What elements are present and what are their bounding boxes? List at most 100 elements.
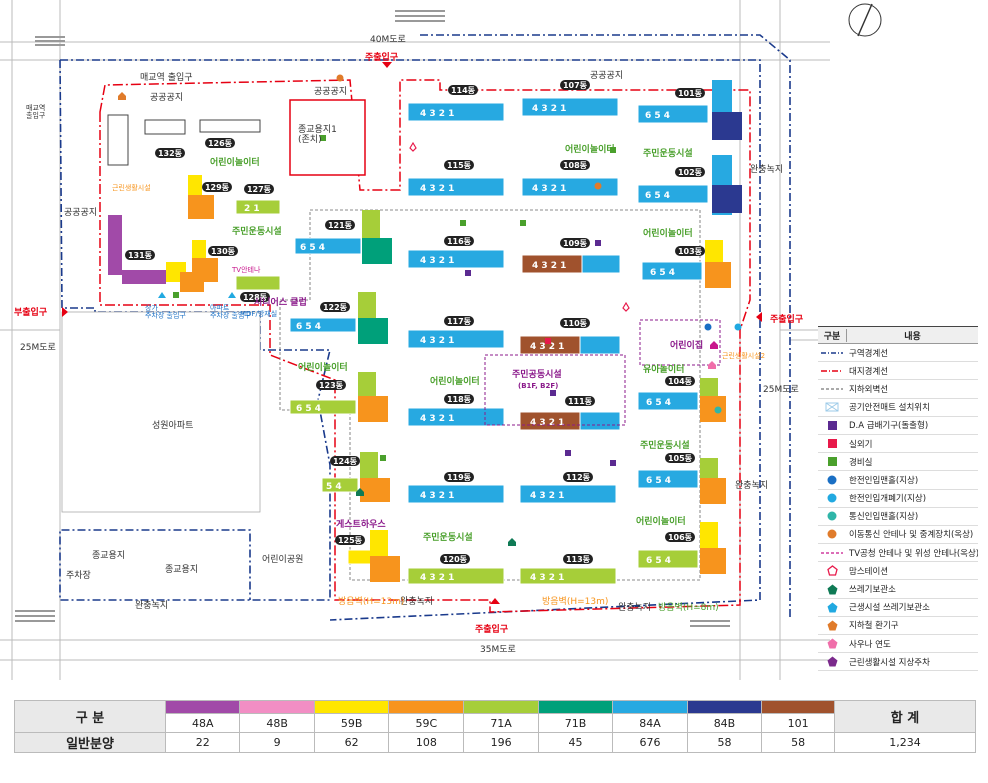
unit-count-cell: 22 — [164, 732, 241, 753]
unit-count-cell: 58 — [686, 732, 763, 753]
legend-symbol-icon — [818, 511, 846, 521]
legend-item-label: 근생시설 쓰레기보관소 — [849, 603, 930, 614]
legend-item-label: 사우나 연도 — [849, 639, 891, 650]
building-116[interactable]: 4 3 2 1 116동 — [407, 236, 505, 269]
svg-text:6 5 4: 6 5 4 — [296, 404, 321, 414]
legend-item: 지하철 환기구 — [818, 617, 978, 635]
svg-text:124동: 124동 — [333, 457, 358, 466]
legend-item: 한전인입개폐기(지상) — [818, 490, 978, 508]
legend-item-label: 대지경계선 — [849, 366, 889, 377]
building-123[interactable]: 6 5 4 123동 — [289, 372, 388, 422]
building-106[interactable]: 6 5 4 106동 — [637, 522, 726, 574]
building-110[interactable]: 4 3 2 1 110동 — [519, 318, 621, 355]
building-112[interactable]: 4 3 2 1 112동 — [519, 472, 617, 504]
building-131[interactable]: 131동 — [108, 215, 204, 292]
building-102[interactable]: 6 5 4 102동 — [637, 155, 742, 215]
legend-item-label: 경비실 — [849, 457, 873, 468]
unit-count-cell: 9 — [239, 732, 315, 753]
svg-text:4 3 2 1: 4 3 2 1 — [420, 109, 454, 119]
kids-playground-3: 어린이놀이터 — [643, 227, 693, 239]
building-129[interactable]: 129동 — [188, 175, 232, 219]
area-public-top-right: 공공공지 — [590, 70, 623, 81]
legend-item-label: 한전인입개폐기(지상) — [849, 494, 927, 505]
road-top-label: 40M도로 — [370, 35, 406, 45]
building-113[interactable]: 4 3 2 1 113동 — [519, 554, 617, 585]
building-104[interactable]: 6 5 4 104동 — [637, 376, 726, 422]
legend-item-label: 공기안전매트 설치위치 — [849, 403, 930, 414]
building-132[interactable]: 132동 — [107, 114, 186, 166]
area-buffer-bottom-mid: 완충녹지 — [400, 596, 433, 607]
building-114[interactable]: 4 3 2 1 114동 — [407, 85, 505, 122]
swatch-71b — [537, 700, 614, 714]
building-118[interactable]: 4 3 2 1 118동 — [407, 394, 505, 427]
svg-text:101동: 101동 — [678, 89, 703, 98]
building-124[interactable]: 5 4 124동 — [321, 452, 390, 502]
legend-item: 지하외벽선 — [818, 380, 978, 399]
building-120[interactable]: 4 3 2 1 120동 — [407, 554, 505, 585]
building-127[interactable]: 2 1 127동 — [235, 184, 281, 215]
area-kids-park: 어린이공원 — [262, 554, 303, 565]
building-105[interactable]: 6 5 4 105동 — [637, 453, 726, 504]
area-public-top-left: 공공공지 — [150, 92, 183, 103]
svg-text:126동: 126동 — [208, 139, 233, 148]
station-entrance-top: 매교역 출입구 — [140, 71, 193, 83]
legend-item: D.A 급배기구(돌출형) — [818, 417, 978, 435]
building-103[interactable]: 6 5 4 103동 — [641, 240, 731, 288]
kids-playground-2: 어린이놀이터 — [565, 143, 615, 155]
svg-text:128동: 128동 — [243, 293, 268, 302]
building-119[interactable]: 4 3 2 1 119동 — [407, 472, 505, 504]
svg-text:6 5 4: 6 5 4 — [646, 398, 671, 408]
road-right-label: 25M도로 — [763, 385, 799, 395]
building-130[interactable]: 130동 — [192, 240, 238, 282]
unit-type-cell: 84B — [686, 713, 763, 733]
swatch-48a — [164, 700, 241, 714]
building-107[interactable]: 4 3 2 1 107동 — [521, 80, 619, 117]
svg-text:110동: 110동 — [563, 319, 588, 328]
svg-text:109동: 109동 — [563, 239, 588, 248]
legend-item: 근생시설 쓰레기보관소 — [818, 599, 978, 617]
area-religious-1: 종교용지1(존치) — [298, 124, 337, 145]
road-left-label: 25M도로 — [20, 343, 56, 353]
svg-text:120동: 120동 — [443, 555, 468, 564]
svg-text:130동: 130동 — [211, 247, 236, 256]
svg-text:132동: 132동 — [158, 149, 183, 158]
road-bottom-label: 35M도로 — [480, 645, 516, 655]
kids-playground-4: 어린이놀이터 — [298, 361, 348, 373]
building-122[interactable]: 6 5 4 122동 — [289, 292, 388, 344]
svg-text:2 1: 2 1 — [244, 204, 260, 214]
legend-header-col1: 구분 — [818, 328, 847, 342]
legend-item: 공기안전매트 설치위치 — [818, 399, 978, 417]
tv-antenna-label: TV안테나 — [231, 265, 261, 274]
noise-wall-1: 방음벽(H=13m) — [338, 596, 404, 607]
building-109[interactable]: 4 3 2 1 109동 — [521, 238, 621, 274]
svg-text:121동: 121동 — [328, 221, 353, 230]
svg-text:113동: 113동 — [566, 555, 591, 564]
building-125[interactable]: 125동 — [335, 530, 400, 582]
unit-type-cell: 71B — [537, 713, 614, 733]
table-total-label: 합 계 — [834, 700, 976, 733]
legend-symbol-icon — [818, 602, 846, 613]
resident-sports-4: 주민운동시설 — [423, 531, 473, 543]
noise-wall-3: 방음벽(H=8m) — [658, 602, 719, 613]
total-count-cell: 1,234 — [834, 732, 976, 753]
legend-header: 구분 내용 — [818, 327, 978, 344]
building-126[interactable]: 126동 — [199, 119, 261, 148]
building-117[interactable]: 4 3 2 1 117동 — [407, 316, 505, 349]
building-108[interactable]: 4 3 2 1 108동 — [521, 160, 619, 197]
kids-playground-5: 어린이놀이터 — [430, 375, 480, 387]
unit-count-cell: 62 — [313, 732, 390, 753]
senior-club: 시니어스 클럽 — [254, 296, 307, 308]
building-128[interactable]: 128동 — [235, 275, 281, 302]
building-121[interactable]: 6 5 4 121동 — [294, 210, 392, 264]
building-115[interactable]: 4 3 2 1 115동 — [407, 160, 505, 197]
legend-symbol-icon — [818, 584, 846, 595]
svg-text:119동: 119동 — [447, 473, 472, 482]
commercial-facility-2: 근린생활시설2 — [722, 351, 765, 360]
site-boundary — [99, 79, 751, 613]
building-101[interactable]: 6 5 4 101동 — [637, 80, 742, 140]
unit-type-cell: 48B — [239, 713, 315, 733]
svg-text:108동: 108동 — [563, 161, 588, 170]
